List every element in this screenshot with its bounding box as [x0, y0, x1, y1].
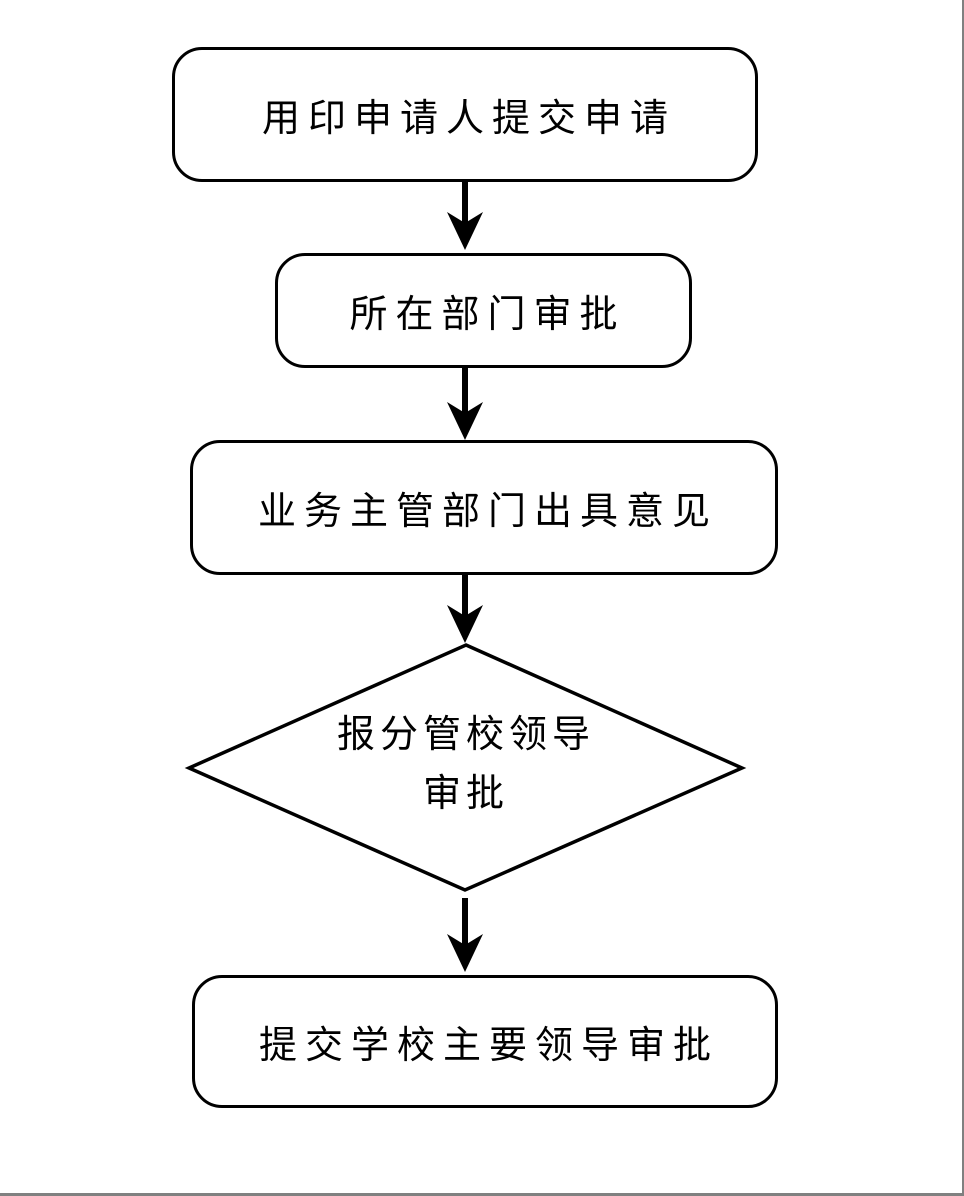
flow-arrow-1: [447, 180, 483, 250]
diamond-outline: [184, 643, 747, 892]
node-business-dept-opinion: 业务主管部门出具意见: [190, 440, 778, 575]
flow-arrow-3: [447, 573, 483, 643]
node-label-line-2: 审批: [422, 772, 509, 815]
arrowhead-down-icon: [447, 212, 483, 250]
node-vice-leader-approval: 报分管校领导 审批: [266, 706, 666, 824]
flow-arrow-4: [447, 898, 483, 972]
node-seal-application-submit: 用印申请人提交申请: [172, 47, 758, 182]
node-label: 业务主管部门出具意见: [257, 491, 718, 533]
arrowhead-down-icon: [447, 934, 483, 972]
node-label: 提交学校主要领导审批: [258, 1025, 719, 1067]
flow-arrow-2: [447, 366, 483, 440]
arrowhead-down-icon: [447, 402, 483, 440]
node-vice-leader-approval-shape: [184, 643, 747, 892]
node-label-line-1: 报分管校领导: [336, 714, 595, 756]
node-label: 所在部门审批: [349, 294, 626, 336]
node-department-approval: 所在部门审批: [275, 253, 692, 368]
arrowhead-down-icon: [447, 605, 483, 643]
node-main-leader-approval: 提交学校主要领导审批: [192, 975, 778, 1108]
node-label: 用印申请人提交申请: [261, 98, 676, 140]
